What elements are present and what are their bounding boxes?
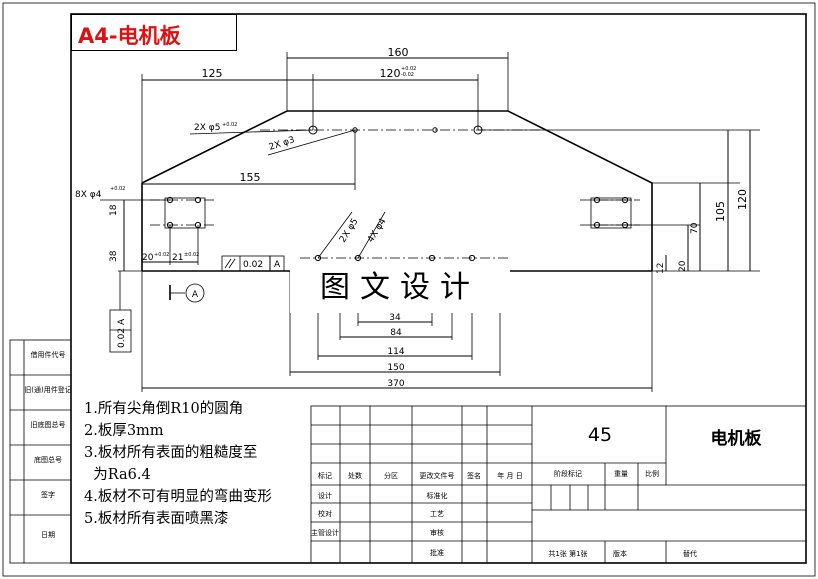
hole-8x4-tol: +0.02 [110,186,125,192]
dim-160-text: 160 [388,46,409,59]
parallel-datum: A [274,260,281,270]
datum-a-text: A [192,290,199,300]
dim-left-vertical: 18 38 [109,200,142,272]
hole-2x5b-text: 2X φ5 [338,217,360,245]
dim-21-text: 21 [172,253,183,263]
title-block: 45 电机板 标记 处数 分区 更改文件号 签名 年 月 日 设计 校对 主管设… [310,405,807,564]
flat-datum: A [117,318,127,325]
dim-20-text: 20 [142,253,154,263]
tb-row-header-3: 更改文件号 [420,471,455,480]
dim-105-text: 105 [714,201,727,222]
leader-2x5 [189,129,314,135]
leader-2x5b [317,211,353,259]
tb-role-process: 工艺 [430,510,444,518]
dim-150-text: 150 [387,363,404,373]
left-column-table: 借用件代号 旧(通)用件登记 旧底图总号 底图总号 签字 日期 [9,339,72,564]
leader-4x4 [357,211,386,259]
left-col-4: 签字 [41,490,55,499]
dim-155-text: 155 [240,171,261,184]
dim-right-vertical: 120 105 70 20 12 [478,129,760,274]
tb-role-check: 校对 [318,509,332,518]
tb-scale-header: 比例 [645,469,659,478]
title-label: A4-电机板 [78,24,181,48]
dim-114-text: 114 [387,347,404,357]
technical-notes: 1.所有尖角倒R10的圆角 2.板厚3mm 3.板材所有表面的粗糙度至 为Ra6… [84,398,314,530]
hole-2x3-text: 2X φ3 [268,135,296,153]
dim-160: 160 [286,46,509,111]
dim-12-text: 12 [656,263,666,274]
tb-weight-header: 重量 [614,470,628,478]
watermark: 图文设计 [290,263,510,313]
holes [164,125,632,262]
dim-20v-text: 20 [678,260,688,272]
dim-125-120: 125 120 +0.02 -0.02 [141,66,479,183]
datum-a: A [169,283,205,303]
parallel-value: 0.02 [243,260,263,270]
part-name-text: 电机板 [711,428,763,449]
tb-row-header-4: 签名 [467,471,481,480]
tb-role-std: 标准化 [427,491,448,500]
dim-34-text: 34 [389,313,401,323]
tb-replace: 替代 [683,549,697,558]
dim-18-text: 18 [109,204,119,216]
dim-120-tol-lower: -0.02 [401,72,414,78]
tb-role-chief: 主管设计 [311,528,339,537]
tb-sheet-info: 共1张 第1张 [548,549,587,558]
note-4: 4.板材不可有明显的弯曲变形 [84,489,272,505]
note-3: 3.板材所有表面的粗糙度至 [84,445,258,461]
leader-2x3 [267,129,356,156]
note-2: 2.板厚3mm [84,423,164,439]
dim-20-21: 20 +0.02 21 ±0.02 [142,225,199,265]
tb-role-approve: 批准 [430,548,444,557]
hole-2x5-tol: +0.02 [222,122,237,128]
dim-120v-text: 120 [736,189,749,210]
note-1: 1.所有尖角倒R10的圆角 [84,401,244,417]
left-col-2: 旧底图总号 [31,420,66,429]
tb-row-header-0: 标记 [318,471,332,480]
dim-70-text: 70 [690,222,700,234]
hole-8x4-text: 8X φ4 [75,190,102,200]
tb-role-design: 设计 [318,491,332,500]
dim-370-text: 370 [387,379,404,389]
dim-20-tol: +0.02 [154,252,169,258]
tb-row-header-1: 处数 [348,471,362,480]
hole-2x5-text: 2X φ5 [194,123,220,133]
dim-38-text: 38 [109,250,119,262]
left-col-3: 底图总号 [34,455,62,464]
note-5: 5.板材所有表面喷黑漆 [84,511,229,527]
title-label-box: A4-电机板 [71,14,237,51]
parallelism-frame: 0.02 A [221,255,285,272]
dim-120-text: 120 [380,67,401,80]
dim-84-text: 84 [390,328,402,338]
left-col-5: 日期 [41,531,55,539]
left-col-1: 旧(通)用件登记 [24,385,71,394]
left-col-0: 借用件代号 [31,350,66,359]
material-text: 45 [588,424,612,446]
tb-role-review: 审核 [430,528,444,537]
part-outline [141,110,653,272]
tb-row-header-2: 分区 [384,471,398,480]
tb-version: 版本 [613,549,627,558]
tb-stage-header: 阶段标记 [554,469,582,478]
tb-row-header-5: 年 月 日 [497,471,522,480]
flatness-frame: 0.02 A [109,271,132,353]
dim-125-text: 125 [202,67,223,80]
dim-155: 155 [142,130,356,190]
flat-value: 0.02 [117,328,127,348]
hole-4x4-text: 4X φ4 [366,217,389,245]
dim-120-tol-upper: +0.02 [401,66,416,72]
note-3b: 为Ra6.4 [84,467,151,483]
dim-21-tol: ±0.02 [184,252,199,258]
callout-8x4: 8X φ4 +0.02 [75,186,170,201]
